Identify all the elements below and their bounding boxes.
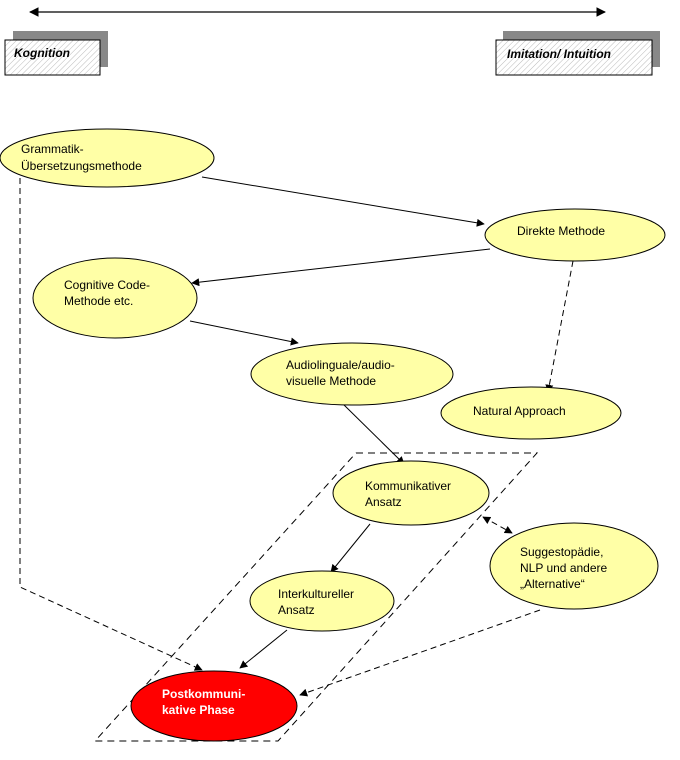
connectors <box>189 176 491 669</box>
node-kommunikativ: Kommunikativer Ansatz <box>332 460 490 526</box>
node-post-line2: kative Phase <box>162 703 235 717</box>
postcommunicative-region <box>93 452 539 742</box>
node-post-line1: Postkommuni- <box>162 687 245 701</box>
arrow-interkulturell-post <box>239 629 288 669</box>
dashed-direkte-natural <box>545 260 574 393</box>
pole-kognition: Kognition <box>4 31 108 76</box>
node-cognitive-line1: Cognitive Code- <box>64 278 150 292</box>
node-postkommunikativ: Postkommuni- kative Phase <box>130 670 298 742</box>
node-cognitive-line2: Methode etc. <box>64 294 133 308</box>
dashed-kommunikativ-suggesto <box>482 516 513 534</box>
arrow-kommunikativ-interkulturell <box>330 523 371 573</box>
node-grammatik-line2: Übersetzungsmethode <box>21 159 142 173</box>
node-suggesto-line2: NLP und andere <box>520 561 608 575</box>
pole-label-right: Imitation/ Intuition <box>507 47 611 61</box>
node-kommunikativ-line1: Kommunikativer <box>365 479 451 493</box>
node-direkte: Direkte Methode <box>484 208 666 262</box>
node-grammatik: Grammatik- Übersetzungsmethode <box>0 128 215 188</box>
arrow-cognitive-audio <box>189 320 299 346</box>
node-kommunikativ-line2: Ansatz <box>365 495 402 509</box>
node-interkulturell-line1: Interkultureller <box>278 587 354 601</box>
dashed-grammatik-post <box>19 178 203 671</box>
pole-label-left: Kognition <box>14 46 70 60</box>
node-grammatik-line1: Grammatik- <box>21 142 84 156</box>
node-interkulturell: Interkultureller Ansatz <box>249 570 395 632</box>
node-natural-line1: Natural Approach <box>473 404 566 418</box>
node-cognitive: Cognitive Code- Methode etc. <box>32 257 198 339</box>
dashed-connectors <box>19 178 574 697</box>
pole-imitation: Imitation/ Intuition <box>495 31 660 76</box>
node-natural: Natural Approach <box>440 386 622 440</box>
node-audio: Audiolinguale/audio- visuelle Methode <box>250 342 454 406</box>
node-audio-line1: Audiolinguale/audio- <box>286 358 395 372</box>
arrow-grammatik-direkte <box>201 176 485 227</box>
node-suggesto-line1: Suggestopädie, <box>520 545 603 559</box>
node-interkulturell-line2: Ansatz <box>278 603 315 617</box>
node-suggesto: Suggestopädie, NLP und andere „Alternati… <box>489 522 659 610</box>
dashed-suggesto-post <box>299 609 541 697</box>
node-suggesto-line3: „Alternative“ <box>520 577 585 591</box>
arrow-audio-kommunikativ <box>341 402 405 465</box>
node-direkte-line1: Direkte Methode <box>517 224 605 238</box>
node-audio-line2: visuelle Methode <box>286 374 376 388</box>
arrow-direkte-cognitive <box>191 248 491 287</box>
